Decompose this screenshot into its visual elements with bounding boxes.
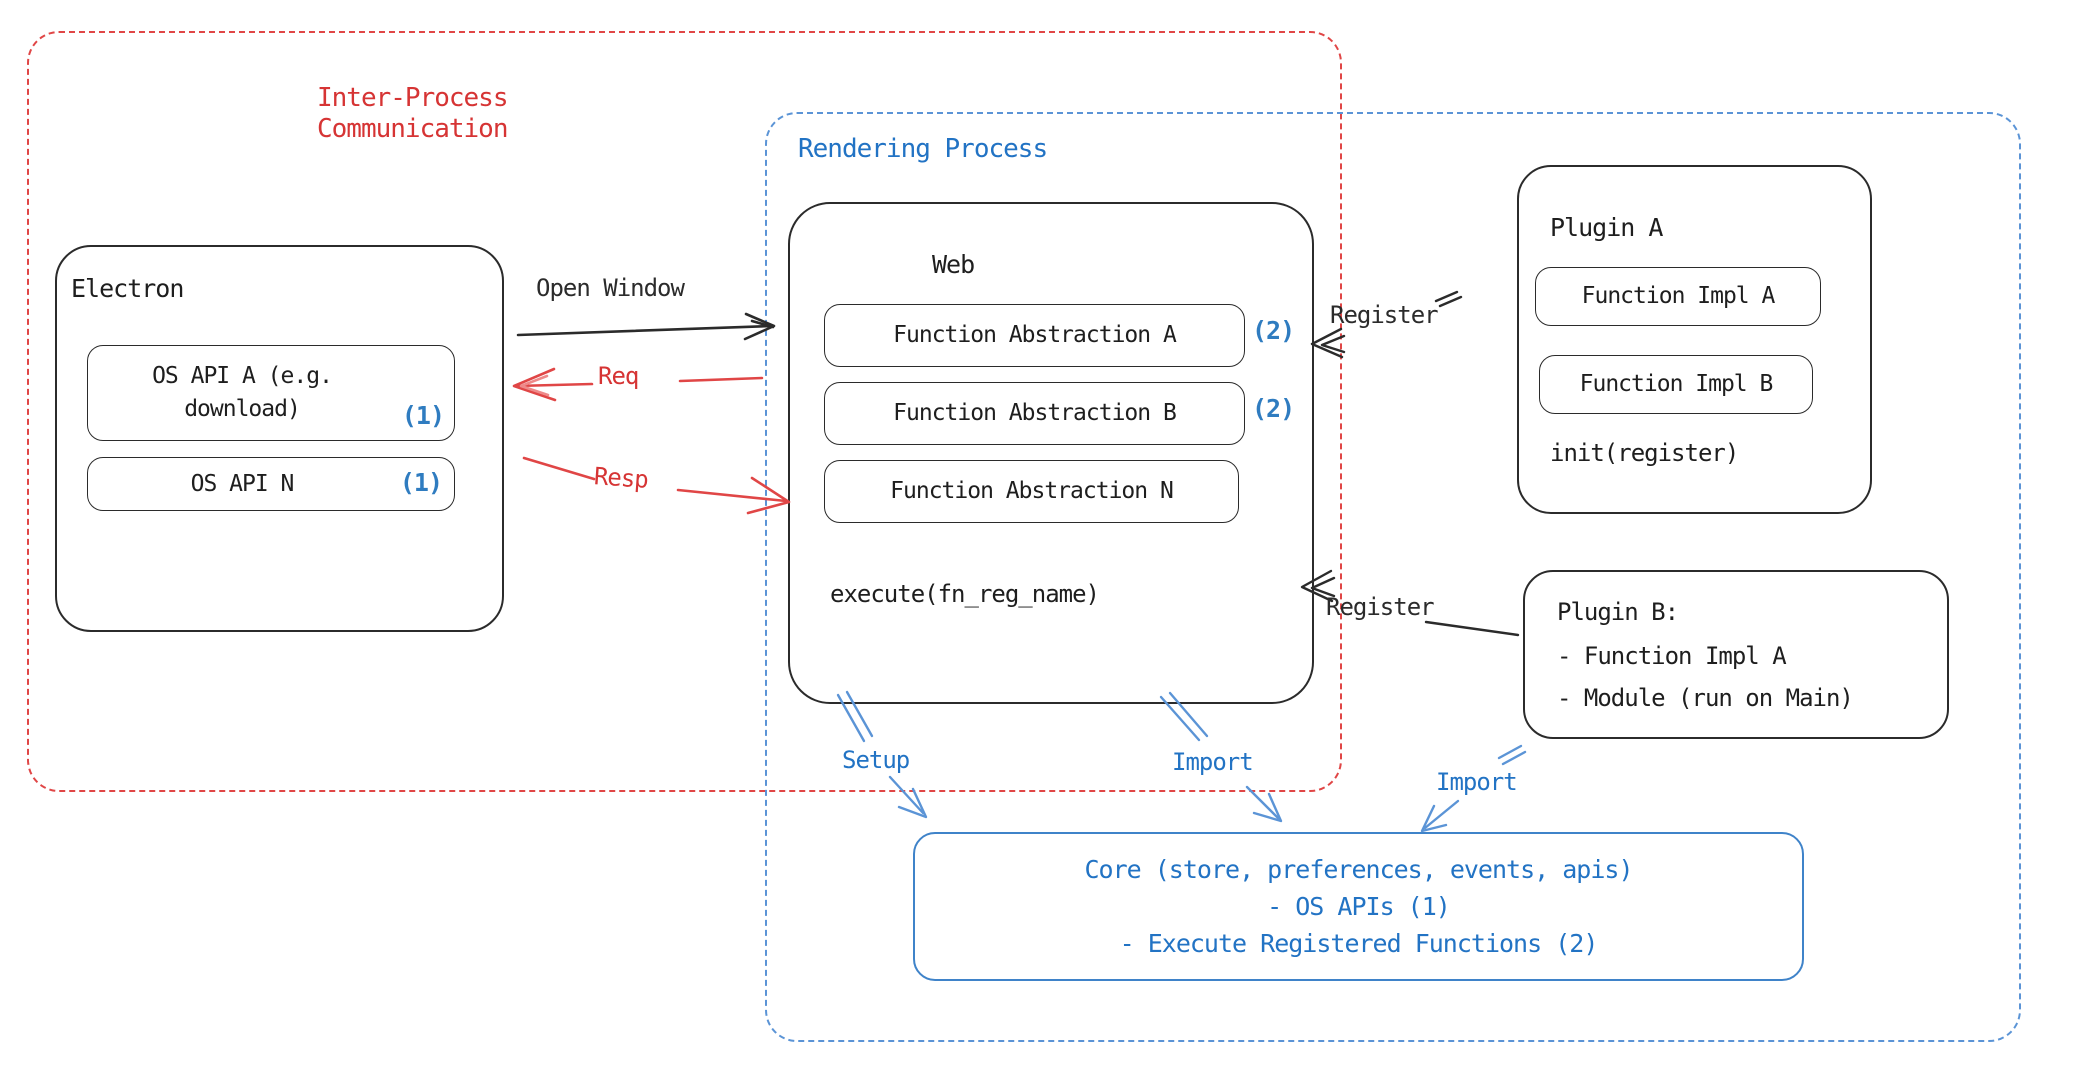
ipc-region-label: Inter-Process Communication xyxy=(317,83,508,144)
rendering-region-box xyxy=(765,112,2021,1042)
os-api-a-label: OS API A (e.g. download) xyxy=(152,363,333,422)
electron-box: Electron OS API A (e.g. download) (1) OS… xyxy=(55,245,504,632)
plugin-a-box: Plugin A Function Impl A Function Impl B… xyxy=(1517,165,1872,514)
register-bottom-label: Register xyxy=(1326,593,1435,621)
function-abstraction-b-label: Function Abstraction B xyxy=(893,400,1177,426)
function-abstraction-n-box: Function Abstraction N xyxy=(824,460,1239,523)
open-window-label: Open Window xyxy=(536,274,685,302)
web-box: Web Function Abstraction A Function Abst… xyxy=(788,202,1314,704)
plugin-b-title: Plugin B: xyxy=(1557,598,1679,626)
execute-label: execute(fn_reg_name) xyxy=(830,580,1100,608)
function-abstraction-a-box: Function Abstraction A xyxy=(824,304,1245,367)
function-abstraction-b-box: Function Abstraction B xyxy=(824,382,1245,445)
resp-label: Resp xyxy=(593,462,649,494)
ipc-region-box xyxy=(27,31,1342,792)
electron-title: Electron xyxy=(71,274,184,303)
register-top-label: Register xyxy=(1330,301,1439,329)
core-line-1: Core (store, preferences, events, apis) xyxy=(1084,855,1634,884)
setup-label: Setup xyxy=(842,746,910,774)
core-line-2: - OS APIs (1) xyxy=(1267,892,1451,921)
import-web-label: Import xyxy=(1172,748,1254,776)
rendering-region-label: Rendering Process xyxy=(798,134,1048,164)
os-api-n-label: OS API N xyxy=(190,470,295,497)
import-plugin-label: Import xyxy=(1436,768,1518,796)
function-abstraction-b-badge: (2) xyxy=(1252,394,1295,423)
function-impl-a-box: Function Impl A xyxy=(1535,267,1821,326)
req-label: Req xyxy=(598,362,639,390)
plugin-b-item-module: - Module (run on Main) xyxy=(1557,684,1854,712)
core-box: Core (store, preferences, events, apis) … xyxy=(913,832,1804,981)
core-line-3: - Execute Registered Functions (2) xyxy=(1119,929,1599,958)
plugin-b-box: Plugin B: - Function Impl A - Module (ru… xyxy=(1523,570,1949,739)
function-impl-b-label: Function Impl B xyxy=(1579,371,1774,397)
web-title: Web xyxy=(932,250,975,279)
os-api-a-badge: (1) xyxy=(401,401,445,430)
plugin-b-item-impl-a: - Function Impl A xyxy=(1557,642,1787,670)
os-api-a-box: OS API A (e.g. download) (1) xyxy=(87,345,455,441)
function-abstraction-n-label: Function Abstraction N xyxy=(890,478,1174,504)
function-abstraction-a-label: Function Abstraction A xyxy=(893,322,1177,348)
os-api-n-badge: (1) xyxy=(399,468,443,497)
function-impl-a-label: Function Impl A xyxy=(1581,283,1776,309)
plugin-a-title: Plugin A xyxy=(1550,213,1663,242)
init-register-label: init(register) xyxy=(1550,439,1739,467)
function-impl-b-box: Function Impl B xyxy=(1539,355,1813,414)
function-abstraction-a-badge: (2) xyxy=(1252,316,1295,345)
os-api-n-box: OS API N (1) xyxy=(87,457,455,511)
